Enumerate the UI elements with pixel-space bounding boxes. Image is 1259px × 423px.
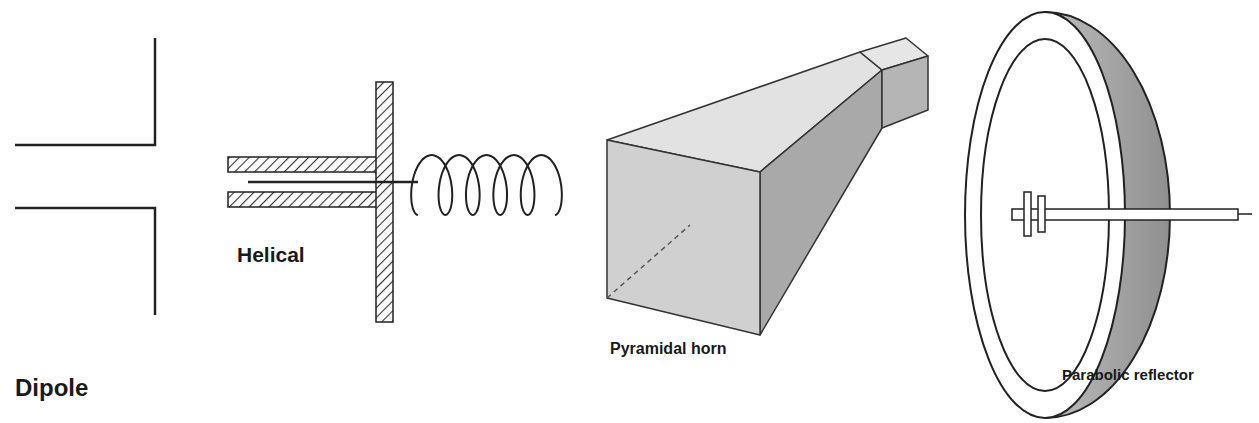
antenna-name: Helical	[237, 243, 305, 266]
dipole-antenna	[15, 38, 155, 315]
parabolic-reflector	[965, 12, 1252, 418]
helical-antenna	[228, 82, 562, 322]
antenna-name: Parabolic reflector	[1062, 367, 1194, 384]
antenna-name: Dipole	[15, 375, 88, 401]
pyramidal-horn	[607, 38, 928, 335]
antenna-name: Pyramidal horn	[610, 340, 726, 358]
